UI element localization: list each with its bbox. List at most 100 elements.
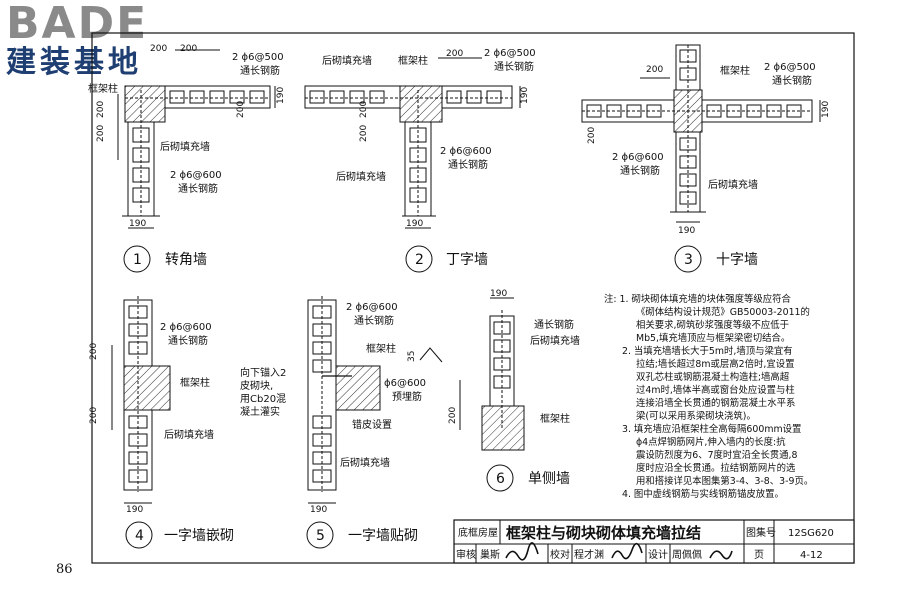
- dim-label: 200: [96, 101, 106, 118]
- page-number: 86: [56, 562, 73, 577]
- title-block: 底框房屋 框架柱与砌块砌体填充墙拉结 图集号 12SG620 审核 巢斯 校对 …: [453, 519, 855, 564]
- dim-label: 190: [126, 505, 143, 515]
- note-line: 4. 图中虚线钢筋与实线钢筋锚皮放置。: [622, 488, 784, 500]
- ties-label: 2 ϕ6@600: [612, 152, 664, 163]
- ties-label: 2 ϕ6@600: [160, 322, 212, 333]
- column-label: 框架柱: [88, 82, 118, 95]
- dim-label: 190: [678, 226, 695, 236]
- phi-label: ϕ6@600: [384, 378, 426, 389]
- column-label: 框架柱: [366, 342, 396, 355]
- note-line: 双孔芯柱或钢筋混凝土构造柱;墙高超: [636, 371, 790, 383]
- page-id: 4-12: [800, 550, 823, 561]
- note-line: 2. 当填充墙墙长大于5m时,墙顶与梁宜有: [622, 345, 793, 357]
- column-label: 框架柱: [540, 412, 570, 425]
- dim-label: 190: [821, 101, 831, 118]
- design-label: 设计: [648, 548, 668, 561]
- ties-label: 2 ϕ6@600: [346, 302, 398, 313]
- figure-1-corner-wall: 200 200 200 200 190 200 190 2 ϕ6@500 通长钢…: [88, 44, 286, 273]
- note-line: 注: 1. 砌块砌体填充墙的块体强度等级应符合: [604, 293, 791, 305]
- rebar-label: 通长钢筋: [534, 318, 574, 331]
- dim-label: 190: [406, 219, 423, 229]
- brand-logo: BADE 建装基地: [6, 2, 176, 84]
- frame-column: [335, 365, 381, 411]
- atlas-label: 图集号: [746, 526, 776, 539]
- dim-label: 35: [407, 351, 417, 362]
- figure-caption: 十字墙: [716, 252, 758, 268]
- rebar-label: 通长钢筋: [494, 60, 534, 73]
- category-label: 底框房屋: [458, 526, 498, 539]
- checker-signature: [611, 542, 643, 560]
- note-line: 过4m时,墙体半高或窗台处应设置与柱: [636, 384, 795, 396]
- figure-caption: 单侧墙: [528, 471, 570, 487]
- designer-name: 周佩佩: [672, 548, 702, 561]
- figure-number-circle: [306, 521, 334, 549]
- infill-label: 后砌填充墙: [164, 428, 214, 441]
- note-line: 连接沿墙全长贯通的钢筋混凝土水平系: [636, 397, 795, 409]
- figure-5-inline-attached: 35 190 2 ϕ6@600 通长钢筋 框架柱 向下锚入2 皮砌块, 用Cb2…: [240, 296, 443, 549]
- dim-label: 200: [359, 125, 369, 142]
- figure-number-circle: [674, 245, 702, 273]
- note-line: 梁(可以采用系梁砌块浇筑)。: [636, 410, 756, 422]
- figure-number: 6: [496, 471, 505, 487]
- rebar-label: 通长钢筋: [772, 74, 812, 87]
- rebar-label: 通长钢筋: [620, 164, 660, 177]
- infill-label: 后砌填充墙: [336, 170, 386, 183]
- logo-brand: BADE: [6, 0, 149, 49]
- note-line: 度时应沿全长贯通。拉结钢筋网片的选: [636, 462, 796, 474]
- rebar-label: 通长钢筋: [168, 334, 208, 347]
- note-line: Mb5,填充墙顶应与框架梁密切结合。: [636, 332, 790, 344]
- dim-label: 190: [276, 87, 286, 104]
- figure-4-inline-embedded: 200 200 190 2 ϕ6@600 通长钢筋 框架柱 后砌填充墙 4 一字…: [89, 296, 234, 549]
- dim-label: 190: [490, 289, 507, 299]
- figure-caption: 一字墙贴砌: [348, 528, 418, 544]
- atlas-number: 12SG620: [788, 528, 834, 539]
- dim-label: 200: [359, 101, 369, 118]
- figure-3-cross-wall: 200 190 190 200 框架柱 2 ϕ6@500 通长钢筋 2 ϕ6@6…: [581, 44, 831, 273]
- dim-label: 200: [150, 44, 167, 54]
- anchor-note-line: 凝土灌实: [240, 405, 280, 418]
- column-label: 框架柱: [720, 64, 750, 77]
- anchor-note-line: 皮砌块,: [240, 379, 273, 392]
- figure-6-single-side: 190 200 通长钢筋 后砌填充墙 框架柱 6 单侧墙: [448, 289, 580, 492]
- dim-label: 200: [448, 407, 458, 424]
- rebar-label: 通长钢筋: [448, 158, 488, 171]
- ties-label: 2 ϕ6@500: [484, 48, 536, 59]
- rebar-label: 通长钢筋: [178, 182, 218, 195]
- ties-label: 2 ϕ6@600: [170, 170, 222, 181]
- figure-number: 4: [135, 528, 144, 544]
- dim-label: 200: [446, 49, 463, 59]
- figure-2-t-wall: 200 190 200 200 190 后砌填充墙 框架柱 2 ϕ6@500 通…: [304, 48, 536, 273]
- drawing-title: 框架柱与砌块砌体填充墙拉结: [506, 524, 701, 542]
- dim-label: 200: [89, 343, 99, 360]
- review-label: 审核: [456, 548, 476, 561]
- note-line: 3. 填充墙应沿框架柱全高每隔600mm设置: [622, 423, 801, 435]
- note-line: 用和搭接详见本图集第3-4、3-8、3-9页。: [636, 475, 813, 487]
- reviewer-signature: [505, 542, 539, 561]
- dim-label: 200: [180, 44, 197, 54]
- dim-label: 200: [96, 125, 106, 142]
- dim-label: 190: [310, 505, 327, 515]
- dim-label: 200: [89, 407, 99, 424]
- note-line: 《砌体结构设计规范》GB50003-2011的: [636, 306, 810, 318]
- figure-number-circle: [405, 245, 433, 273]
- ties-label: 2 ϕ6@500: [232, 52, 284, 63]
- rebar-label: 通长钢筋: [354, 314, 394, 327]
- figure-number-circle: [125, 521, 153, 549]
- dim-label: 190: [129, 219, 146, 229]
- dim-label: 200: [236, 101, 246, 118]
- frame-column: [399, 85, 443, 123]
- figure-number: 1: [133, 252, 142, 268]
- notes-block: 注: 1. 砌块砌体填充墙的块体强度等级应符合 《砌体结构设计规范》GB5000…: [604, 293, 813, 500]
- ties-label: 2 ϕ6@600: [440, 146, 492, 157]
- figure-number-circle: [123, 245, 151, 273]
- figure-caption: 一字墙嵌砌: [164, 528, 234, 544]
- logo-subtitle: 建装基地: [6, 45, 142, 80]
- wall-horizontal: [164, 85, 271, 109]
- ties-label: 2 ϕ6@500: [764, 62, 816, 73]
- column-label: 框架柱: [180, 376, 210, 389]
- designer-signature: [709, 550, 733, 560]
- anchor-note-line: 向下锚入2: [240, 366, 286, 379]
- figure-number: 3: [684, 252, 693, 268]
- note-line: ϕ4点焊钢筋网片,伸入墙内的长度:抗: [636, 436, 786, 448]
- reviewer-name: 巢斯: [480, 548, 500, 561]
